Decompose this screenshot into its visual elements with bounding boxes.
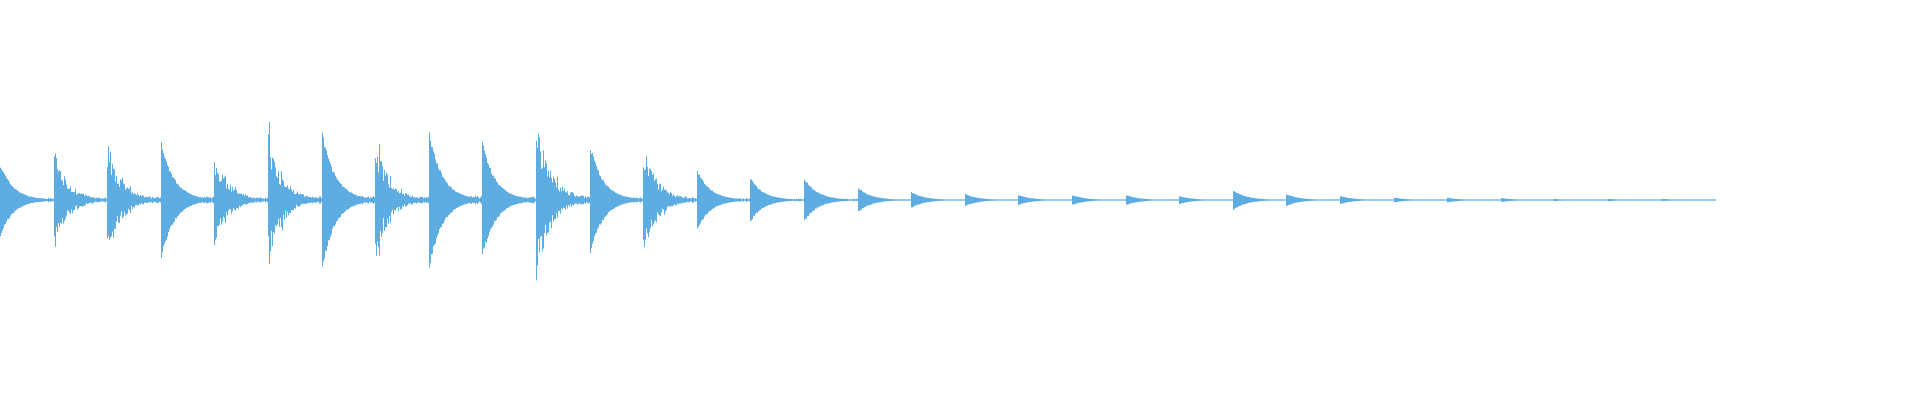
waveform-onset-14 <box>750 179 804 222</box>
waveform-onset-9 <box>482 141 536 255</box>
waveform-onset-10 <box>536 133 590 281</box>
waveform-onset-11 <box>590 150 644 254</box>
waveform-onset-17 <box>911 192 965 208</box>
waveform-onset-25 <box>1340 196 1394 204</box>
waveform-onset-0 <box>0 167 54 237</box>
waveform-onset-28 <box>1501 198 1555 202</box>
waveform-onset-21 <box>1126 195 1180 205</box>
waveform-onset-13 <box>697 171 751 229</box>
waveform-onset-18 <box>965 194 1019 207</box>
waveform-onset-3 <box>161 142 215 258</box>
waveform-onset-12 <box>643 156 697 247</box>
waveform-onset-20 <box>1072 195 1126 205</box>
waveform-onset-1 <box>54 153 108 247</box>
waveform-onset-26 <box>1394 197 1448 203</box>
waveform-onset-29 <box>1554 198 1608 202</box>
waveform-onset-16 <box>858 188 912 212</box>
waveform-onset-15 <box>804 179 858 221</box>
waveform-onset-7 <box>375 144 429 256</box>
waveform-onset-30 <box>1608 198 1662 202</box>
waveform-onset-31 <box>1662 198 1716 202</box>
waveform-onset-4 <box>214 162 268 246</box>
waveform-onset-22 <box>1179 196 1233 205</box>
waveform-onset-23 <box>1233 191 1287 210</box>
waveform-onset-24 <box>1286 194 1340 206</box>
waveform-onset-8 <box>429 132 483 268</box>
waveform-onset-2 <box>107 146 161 241</box>
waveform-onset-5 <box>268 121 322 264</box>
waveform-onset-6 <box>322 132 376 267</box>
waveform-onset-19 <box>1018 195 1072 205</box>
waveform-onset-27 <box>1447 197 1501 203</box>
